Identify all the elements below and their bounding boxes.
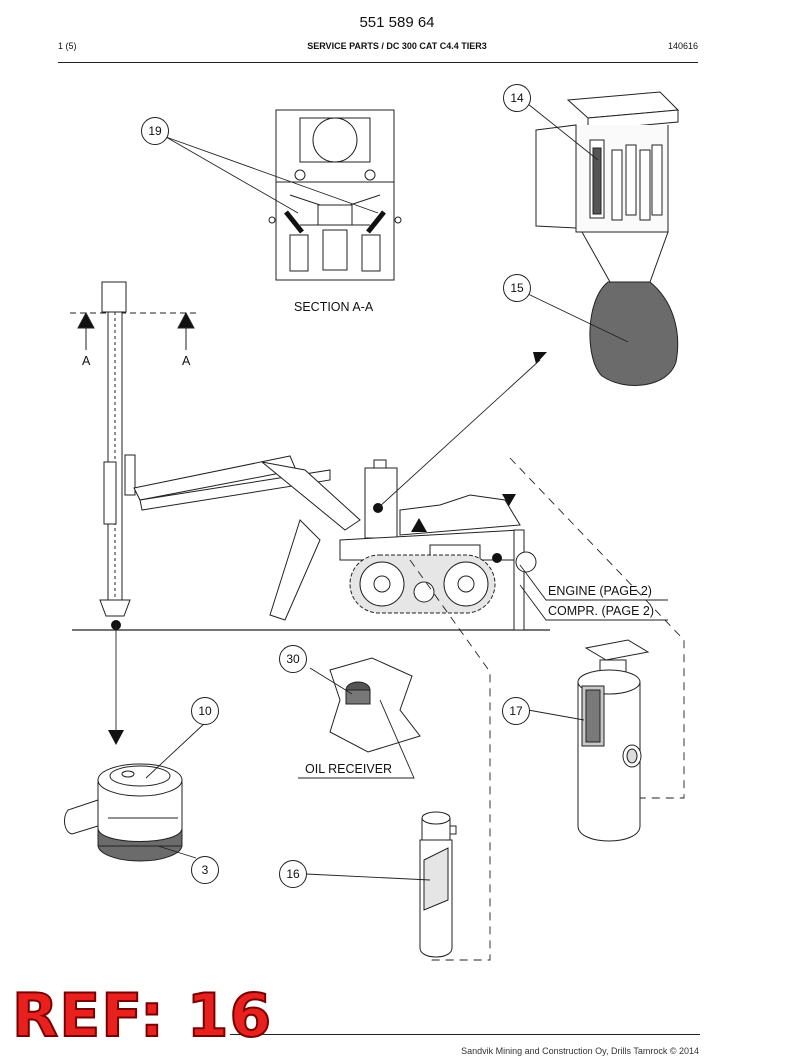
section-view — [268, 109, 402, 281]
callout-3: 3 — [191, 856, 219, 884]
separator-tank — [577, 639, 650, 842]
footer-copyright: Sandvik Mining and Construction Oy, Dril… — [461, 1046, 699, 1056]
callout-15: 15 — [503, 274, 531, 302]
callout-17: 17 — [502, 697, 530, 725]
page-indicator: 1 (5) — [58, 41, 77, 51]
callout-10: 10 — [191, 697, 219, 725]
oil-receiver-detail — [329, 657, 421, 753]
dust-bag — [589, 281, 679, 386]
footer-rule — [230, 1034, 700, 1035]
section-a-markers — [70, 311, 200, 350]
fine-filter — [419, 811, 457, 958]
revision-date: 140616 — [667, 41, 698, 51]
section-label: SECTION A-A — [294, 300, 374, 314]
callout-16: 16 — [279, 860, 307, 888]
section-mark-left: A — [82, 354, 91, 368]
header-rule — [58, 62, 698, 63]
engine-reference: ENGINE (PAGE 2) — [548, 584, 652, 598]
section-mark-right: A — [182, 354, 191, 368]
page-title: SERVICE PARTS / DC 300 CAT C4.4 TIER3 — [307, 41, 487, 51]
callout-19: 19 — [141, 117, 169, 145]
callout-14-15-leaders — [527, 103, 629, 343]
dust-collector — [535, 91, 680, 283]
compressor-reference: COMPR. (PAGE 2) — [548, 604, 655, 618]
drill-rig — [99, 281, 537, 631]
oil-receiver-label: OIL RECEIVER — [305, 762, 393, 776]
component-markers — [108, 352, 631, 928]
leader-lines — [115, 359, 685, 961]
callout-30: 30 — [279, 645, 307, 673]
air-filter — [64, 763, 183, 862]
ref-overlay: REF: 16 — [11, 981, 273, 1051]
document-number: 551 589 64 — [359, 14, 435, 31]
callout-14: 14 — [503, 84, 531, 112]
callout-19-leaders — [165, 136, 379, 214]
